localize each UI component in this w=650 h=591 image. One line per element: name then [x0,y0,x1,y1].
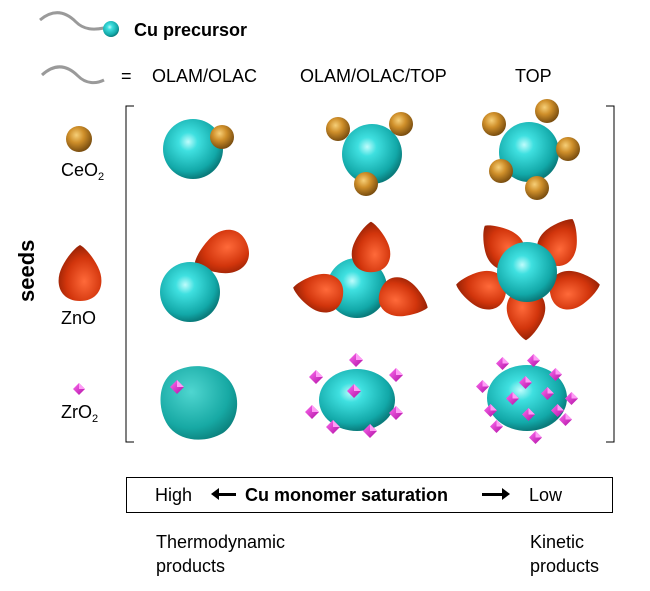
equals-sign: = [121,66,132,86]
ligand-label-olam-olac-top: OLAM/OLAC/TOP [300,66,447,86]
seed-label-zno: ZnO [61,308,97,328]
cell-ceo2-olam-olac-top [326,112,413,196]
thermodynamic-products-label: Thermodynamic products [156,532,286,576]
cell-zro2-olam-olac-top [305,353,403,438]
seed-label-ceo2: CeO2 [61,160,105,183]
arrow-left-head-icon [211,488,219,500]
cell-zno-olam-olac-top [289,221,435,326]
ceo2-seed-icon [66,126,92,152]
zro2-seed-icon [73,383,85,395]
ligand-label-olam-olac: OLAM/OLAC [152,66,258,86]
saturation-low-label: Low [529,485,563,505]
ligand-squiggle-icon [40,65,105,85]
cell-zno-top [452,209,604,341]
ligand-squiggle-icon [39,11,105,31]
zno-seed-icon [58,245,102,301]
saturation-title: Cu monomer saturation [245,485,449,505]
matrix-left-bracket [125,105,134,443]
kinetic-products-label: Kinetic products [530,532,600,576]
cu-precursor-icon [103,21,119,37]
cell-zro2-olam-olac [160,366,238,440]
cell-ceo2-olam-olac [163,119,234,179]
arrow-right-head-icon [502,488,510,500]
ligand-label-top: TOP [515,66,552,86]
cell-ceo2-top [482,99,580,200]
saturation-axis-box: High Cu monomer saturation Low [126,477,613,513]
matrix-right-bracket [606,105,615,443]
arrow-left-icon [216,493,236,496]
cell-zro2-top [476,354,578,444]
saturation-high-label: High [155,485,193,505]
cu-precursor-label: Cu precursor [134,20,248,40]
cell-zno-olam-olac [160,224,255,322]
arrow-right-icon [482,493,502,496]
seed-label-zro2: ZrO2 [61,402,99,425]
seeds-axis-label: seeds [14,239,39,302]
